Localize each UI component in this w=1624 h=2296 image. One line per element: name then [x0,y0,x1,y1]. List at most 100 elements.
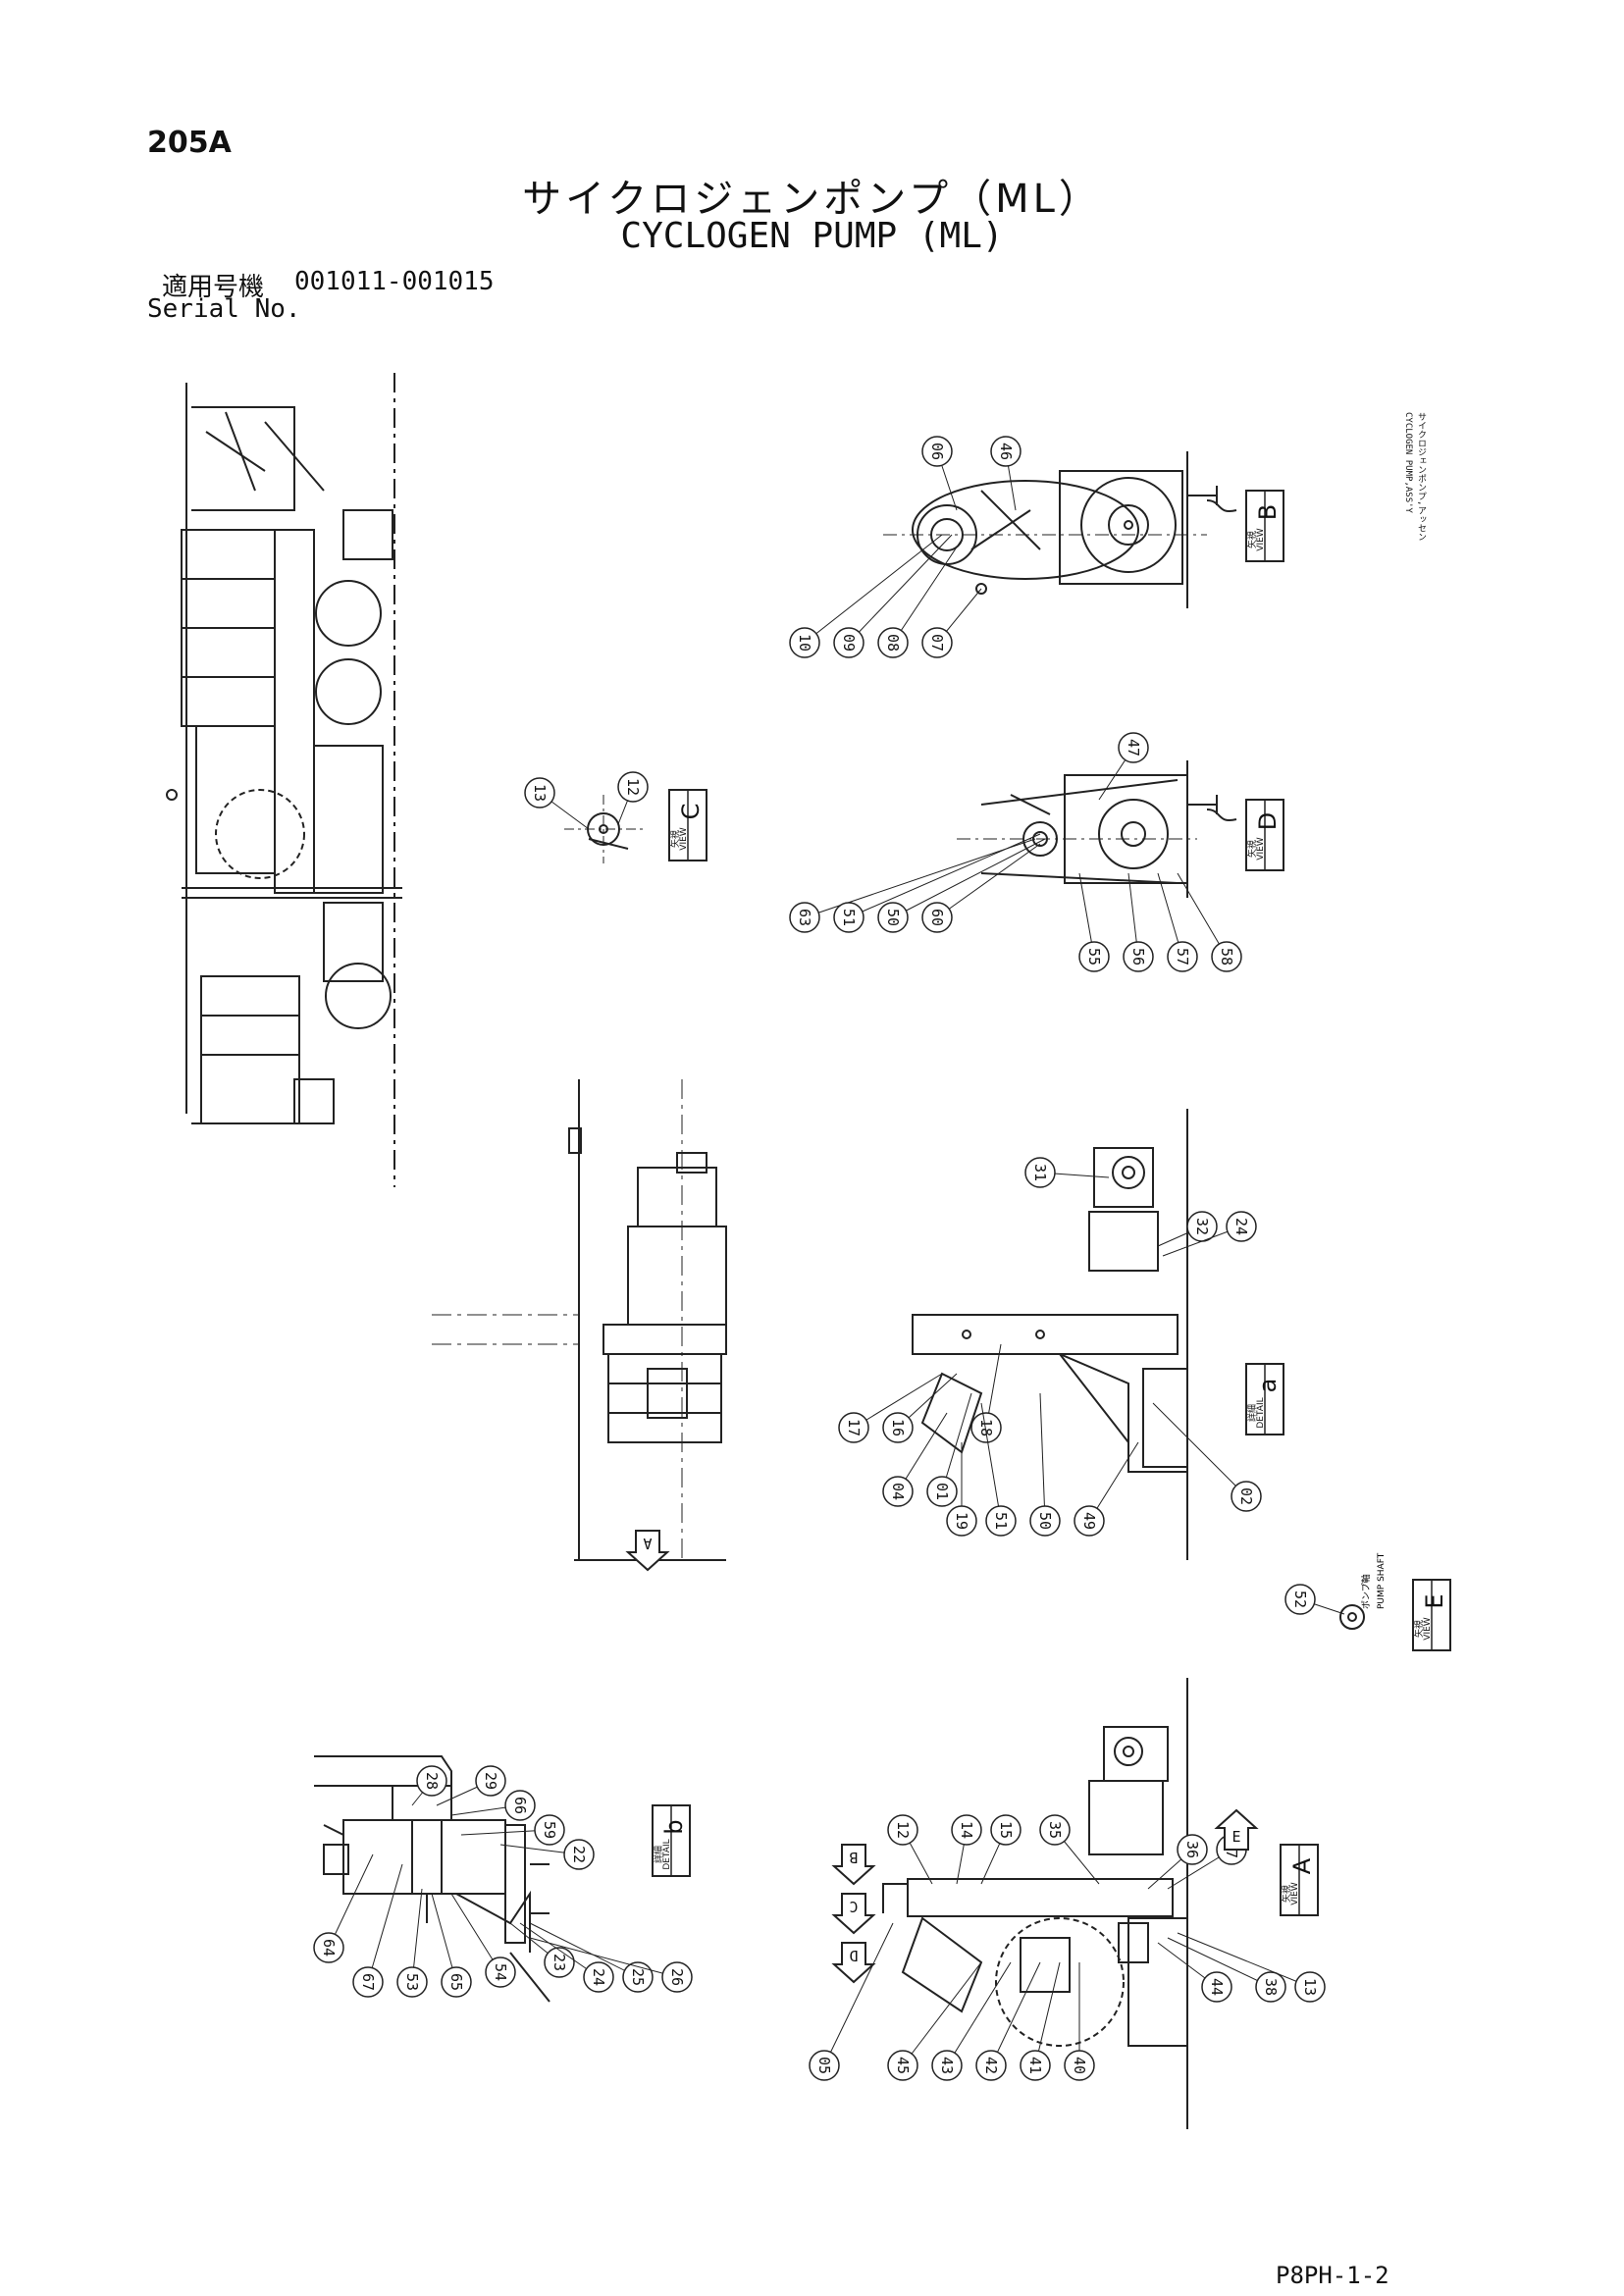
callout-circle [887,1814,918,1846]
callout-number: 63 [796,909,813,926]
callout-leader [936,843,1041,918]
callout-circle [882,1476,914,1507]
callout-leader [804,534,943,644]
callout-circle [1211,941,1242,972]
callout-circle [416,1765,447,1797]
callout-number: 06 [928,443,946,460]
view-box-kanji: 矢視 [1281,1885,1292,1903]
callout-detail-a-18: 18 [970,1343,1002,1443]
callout-leader [848,534,953,644]
callout-number: 24 [1232,1218,1250,1235]
callout-circle [990,436,1022,467]
arrow-shape [831,1844,876,1886]
callout-number: 19 [953,1512,970,1530]
view-box-letter: A [1288,1857,1316,1874]
serial-range: 001011-001015 [294,267,495,296]
view-b-drawing [883,451,1237,608]
callout-number: 35 [1046,1821,1064,1839]
callout-leader [848,833,1041,918]
callout-leader [1039,1392,1046,1522]
callout-number: 23 [550,1954,568,1971]
page-number: 205A [147,126,232,160]
callout-number: 43 [938,2057,956,2074]
callout-number: 22 [570,1846,588,1863]
callout-number: 18 [977,1419,995,1436]
callout-detail-a-49: 49 [1074,1441,1139,1537]
callout-number: 25 [629,1968,647,1986]
callout-detail-a-31: 31 [1024,1157,1110,1188]
callout-leader [946,1961,1012,2066]
callout-circle [833,902,864,933]
callout-view-d-56: 56 [1123,872,1154,972]
callout-number: 53 [403,1973,421,1991]
view-box-sub: DETAIL [1256,1397,1266,1428]
callout-view-a-43: 43 [931,1961,1012,2081]
callout-leader [367,1863,403,1983]
callout-number: 07 [928,634,946,652]
serial-label-japanese: 適用号機 [162,273,265,302]
callout-detail-a-04: 04 [882,1412,948,1507]
callout-leader [980,1402,1002,1522]
callout-circle [970,1412,1002,1443]
callout-number: 13 [1301,1978,1319,1996]
callout-circle [931,2050,963,2081]
callout-leader [411,1888,423,1983]
callout-circle [1078,941,1110,972]
callout-leader [902,1961,982,2066]
callout-detail-a-32: 32 [1157,1211,1218,1247]
arrow-letter: C [849,1898,858,1915]
view-d-drawing [957,760,1237,898]
callout-circle [789,902,820,933]
serial-label-english: Serial No. [147,294,301,324]
callout-view-d-50: 50 [877,838,1046,933]
callout-detail-b-64: 64 [313,1853,374,1963]
callout-leader [823,1922,894,2066]
truck-side-view [166,373,402,1187]
callout-number: 38 [1262,1978,1280,1996]
callout-view-a-15: 15 [980,1814,1022,1885]
callout-circle [838,1412,869,1443]
callout-view-a-35: 35 [1039,1814,1100,1885]
callout-circle [1255,1971,1286,2003]
callout-number: 16 [889,1419,907,1436]
callout-circle [1284,1584,1316,1615]
detail-b-drawing [314,1755,550,2003]
callout-circle [622,1961,654,1993]
callout-number: 36 [1183,1841,1201,1858]
callout-circle [1226,1211,1257,1242]
callout-circle [1020,2050,1051,2081]
callout-circle [1177,1834,1208,1865]
side-note-en: CYCLOGEN PUMP,ASS'Y [1403,412,1413,513]
view-box-kanji: 矢視 [1246,840,1258,858]
callout-number: 31 [1031,1164,1049,1181]
callout-circle [921,902,953,933]
callout-view-d-60: 60 [921,843,1041,933]
callout-circle [441,1966,472,1998]
callout-circle [1294,1971,1326,2003]
callout-view-a-36: 36 [1147,1834,1208,1890]
callout-detail-a-19: 19 [946,1442,977,1537]
callout-detail-a-24: 24 [1162,1211,1257,1257]
callout-circle [1123,941,1154,972]
direction-arrow-b: B [831,1844,876,1886]
arrow-letter: B [849,1849,858,1866]
view-box-letter: a [1254,1379,1282,1393]
callout-detail-a-50: 50 [1029,1392,1061,1537]
callout-number: 67 [359,1973,377,1991]
callout-leader [1177,1932,1311,1988]
direction-arrow-a1: A [625,1530,670,1572]
view-box-kanji: 矢視 [669,830,681,848]
callout-number: 50 [884,909,902,926]
callout-view-a-12: 12 [887,1814,933,1885]
callout-number: 45 [894,2057,912,2074]
direction-arrow-c: C [831,1893,876,1935]
callout-view-d-58: 58 [1177,872,1242,972]
callout-detail-b-29: 29 [436,1765,506,1806]
callout-number: 09 [840,634,858,652]
arrow-shape [625,1530,670,1572]
callout-number: 46 [997,443,1015,460]
callout-number: 56 [1129,948,1147,965]
callout-number: 51 [840,909,858,926]
